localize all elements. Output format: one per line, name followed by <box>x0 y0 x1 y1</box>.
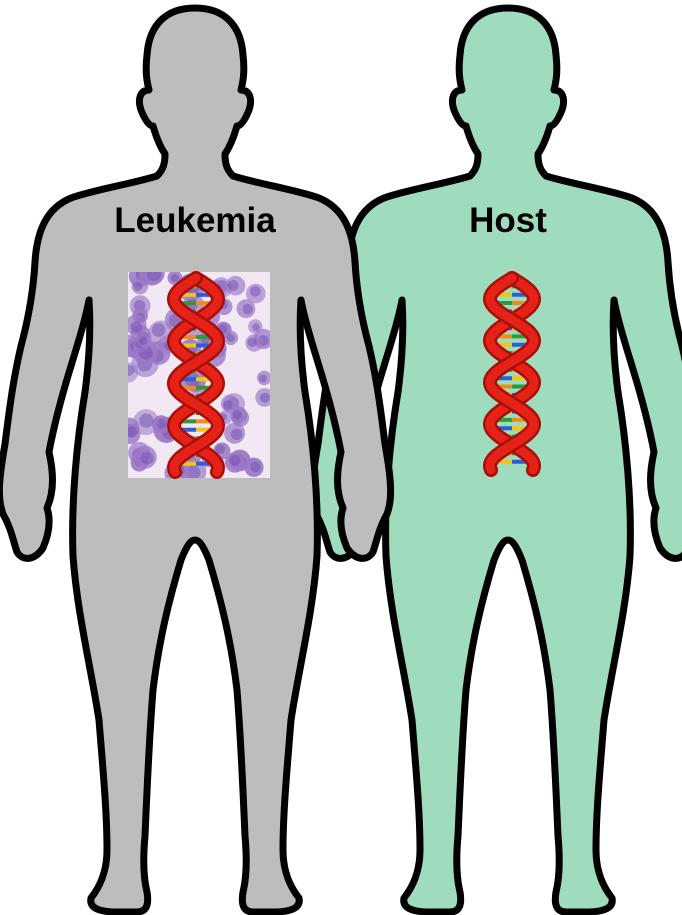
host-label: Host <box>469 203 547 238</box>
cell-nucleus <box>171 274 179 282</box>
cell-nucleus <box>247 338 257 348</box>
cell-nucleus <box>141 452 154 465</box>
leukemia-label: Leukemia <box>114 203 275 238</box>
cell-nucleus <box>231 429 243 441</box>
cell-nucleus <box>139 414 153 428</box>
cell-nucleus <box>250 286 261 297</box>
cell-nucleus <box>260 393 270 403</box>
cell-nucleus <box>216 444 225 453</box>
cell-nucleus <box>139 337 147 345</box>
cell-nucleus <box>250 462 261 473</box>
cell-nucleus <box>259 375 267 383</box>
cell-nucleus <box>227 334 235 342</box>
cell-nucleus <box>228 280 239 291</box>
cell-nucleus <box>130 321 142 333</box>
cell-nucleus <box>133 282 142 291</box>
cell-nucleus <box>229 455 240 466</box>
cell-nucleus <box>252 323 260 331</box>
cell-nucleus <box>233 410 242 419</box>
cell-nucleus <box>152 323 166 337</box>
cell-nucleus <box>223 401 233 411</box>
cell-nucleus <box>243 304 253 314</box>
